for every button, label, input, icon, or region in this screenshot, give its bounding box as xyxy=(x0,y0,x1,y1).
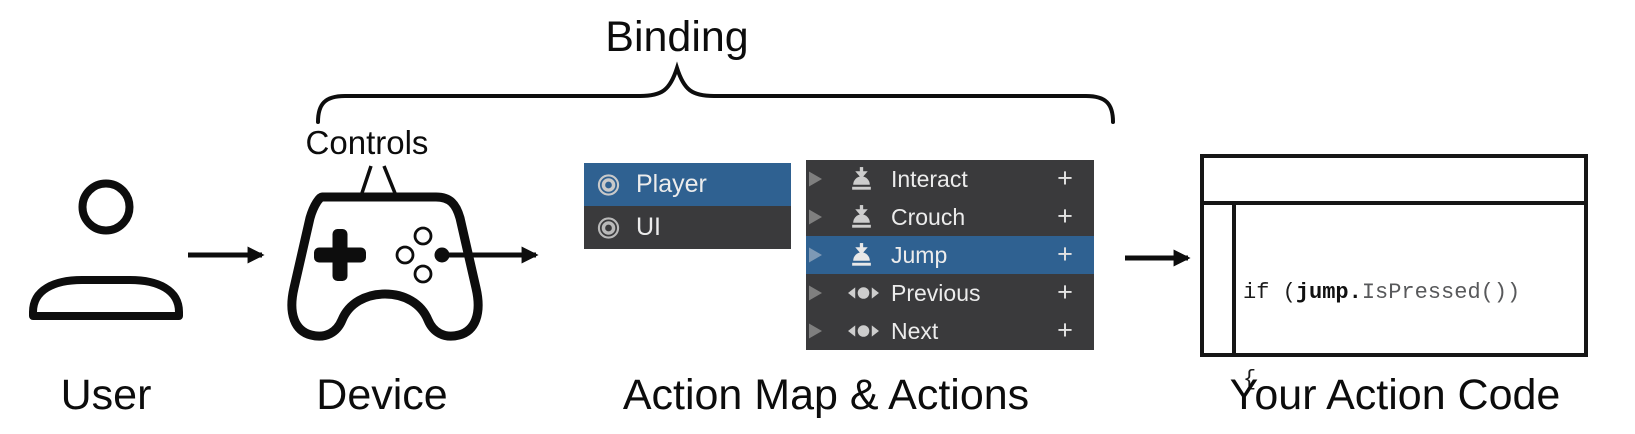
action-label: Previous xyxy=(891,280,981,306)
action-map-item-ui[interactable]: UI xyxy=(584,206,791,249)
axis-action-icon xyxy=(848,325,879,337)
user-icon xyxy=(29,179,183,320)
caption-action-code: Your Action Code xyxy=(1229,371,1561,419)
controls-label: Controls xyxy=(305,124,429,161)
binding-label: Binding xyxy=(605,13,749,61)
binding-brace-icon xyxy=(316,61,1115,124)
action-map-panel: Player UI xyxy=(584,163,791,249)
expand-triangle-icon[interactable] xyxy=(809,171,823,187)
add-binding-button[interactable]: + xyxy=(1057,277,1073,307)
action-map-icon xyxy=(597,216,620,239)
add-binding-button[interactable]: + xyxy=(1057,163,1073,193)
add-binding-button[interactable]: + xyxy=(1057,315,1073,345)
expand-triangle-icon[interactable] xyxy=(809,285,823,301)
action-map-icon xyxy=(597,173,620,196)
expand-triangle-icon[interactable] xyxy=(809,209,823,225)
expand-triangle-icon[interactable] xyxy=(809,323,823,339)
action-map-item-player[interactable]: Player xyxy=(584,163,791,206)
caption-user: User xyxy=(60,371,152,419)
action-row-next[interactable]: Next + xyxy=(806,312,1094,350)
axis-action-icon xyxy=(848,287,879,299)
dpad-icon xyxy=(314,229,366,281)
controls-arrows-icon xyxy=(353,165,403,213)
gamepad-icon xyxy=(287,192,483,341)
code-gutter-divider xyxy=(1232,205,1236,353)
add-binding-button[interactable]: + xyxy=(1057,201,1073,231)
action-row-jump[interactable]: Jump + xyxy=(806,236,1094,274)
action-label: Jump xyxy=(891,242,948,268)
action-map-item-label: Player xyxy=(636,170,707,198)
action-row-previous[interactable]: Previous + xyxy=(806,274,1094,312)
expand-triangle-icon[interactable] xyxy=(809,247,823,263)
code-jump-token: jump. xyxy=(1295,280,1362,305)
code-window-titlebar xyxy=(1204,158,1584,205)
code-line: if (jump.IsPressed()) xyxy=(1243,280,1521,305)
action-row-interact[interactable]: Interact + xyxy=(806,160,1094,198)
action-label: Interact xyxy=(891,166,968,192)
add-binding-button[interactable]: + xyxy=(1057,239,1073,269)
code-snippet: if (jump.IsPressed()) { // your code } xyxy=(1243,220,1520,434)
button-action-icon xyxy=(852,205,871,228)
action-row-crouch[interactable]: Crouch + xyxy=(806,198,1094,236)
face-buttons-icon xyxy=(395,226,450,284)
caption-device: Device xyxy=(316,371,448,419)
button-action-icon xyxy=(852,167,871,190)
action-code-window: if (jump.IsPressed()) { // your code } xyxy=(1200,154,1588,392)
caption-action-map: Action Map & Actions xyxy=(622,371,1030,419)
action-map-item-label: UI xyxy=(636,213,661,241)
action-label: Next xyxy=(891,318,939,344)
code-line: { xyxy=(1243,367,1257,392)
action-label: Crouch xyxy=(891,204,966,230)
button-action-icon xyxy=(852,243,871,266)
actions-panel: Interact + Crouch + Jump + xyxy=(806,160,1094,350)
